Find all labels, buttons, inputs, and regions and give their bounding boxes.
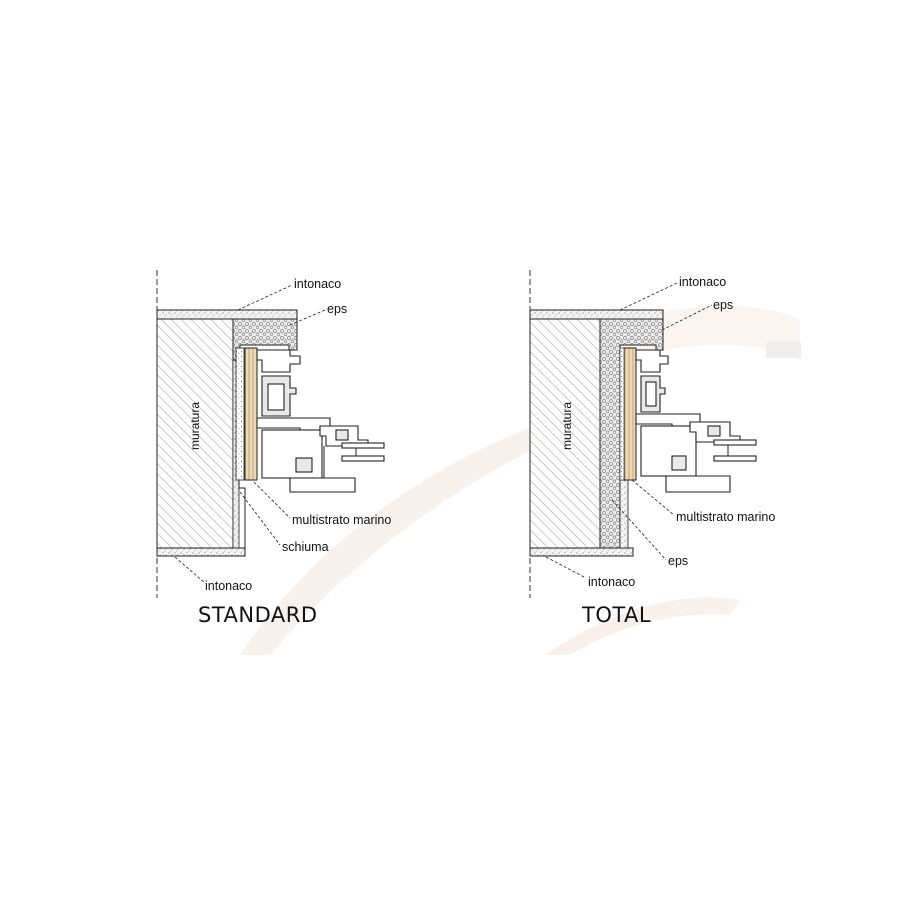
reveal-plaster bbox=[619, 479, 629, 549]
plywood-strip bbox=[623, 347, 637, 481]
window-frame-profile bbox=[635, 349, 757, 493]
detail-title: STANDARD bbox=[198, 603, 318, 627]
leader-bottom-plaster bbox=[545, 556, 587, 579]
leader-plywood bbox=[631, 479, 675, 516]
plywood-strip bbox=[244, 347, 258, 481]
label-masonry: muratura bbox=[560, 402, 574, 450]
foam-layer bbox=[619, 347, 625, 481]
detail-title: TOTAL bbox=[581, 603, 651, 627]
leader-eps bbox=[289, 309, 326, 326]
label-plywood: multistrato marino bbox=[676, 510, 775, 524]
leader-top-plaster bbox=[237, 284, 293, 311]
bottom-plaster-layer bbox=[156, 547, 246, 557]
leader-bottom-plaster bbox=[174, 556, 206, 584]
detail-standard: intonaco eps muratura multistrato marino… bbox=[156, 270, 391, 627]
masonry-block bbox=[156, 318, 234, 549]
label-eps-lower: eps bbox=[668, 554, 688, 568]
label-plywood: multistrato marino bbox=[292, 513, 391, 527]
bottom-plaster-layer bbox=[529, 547, 634, 557]
label-bottom-plaster: intonaco bbox=[588, 575, 635, 589]
label-top-plaster: intonaco bbox=[679, 275, 726, 289]
label-foam: schiuma bbox=[282, 540, 329, 554]
label-bottom-plaster: intonaco bbox=[205, 579, 252, 593]
detail-total: intonaco eps muratura multistrato marino… bbox=[529, 270, 775, 627]
window-frame-profile bbox=[256, 349, 385, 493]
masonry-block bbox=[529, 318, 601, 549]
leader-top-plaster bbox=[619, 282, 678, 311]
label-eps: eps bbox=[713, 298, 733, 312]
top-plaster-layer bbox=[529, 309, 664, 320]
watermark-tab bbox=[766, 342, 801, 358]
leader-eps bbox=[661, 304, 713, 331]
leader-plywood bbox=[253, 481, 291, 519]
foam-layer bbox=[235, 347, 245, 481]
top-plaster-layer bbox=[156, 309, 298, 320]
leader-foam bbox=[239, 491, 281, 546]
eps-block bbox=[232, 318, 298, 361]
label-top-plaster: intonaco bbox=[294, 277, 341, 291]
reveal-edge bbox=[238, 480, 246, 548]
label-eps: eps bbox=[327, 302, 347, 316]
leader-eps-lower bbox=[611, 499, 667, 561]
label-masonry: muratura bbox=[188, 402, 202, 450]
